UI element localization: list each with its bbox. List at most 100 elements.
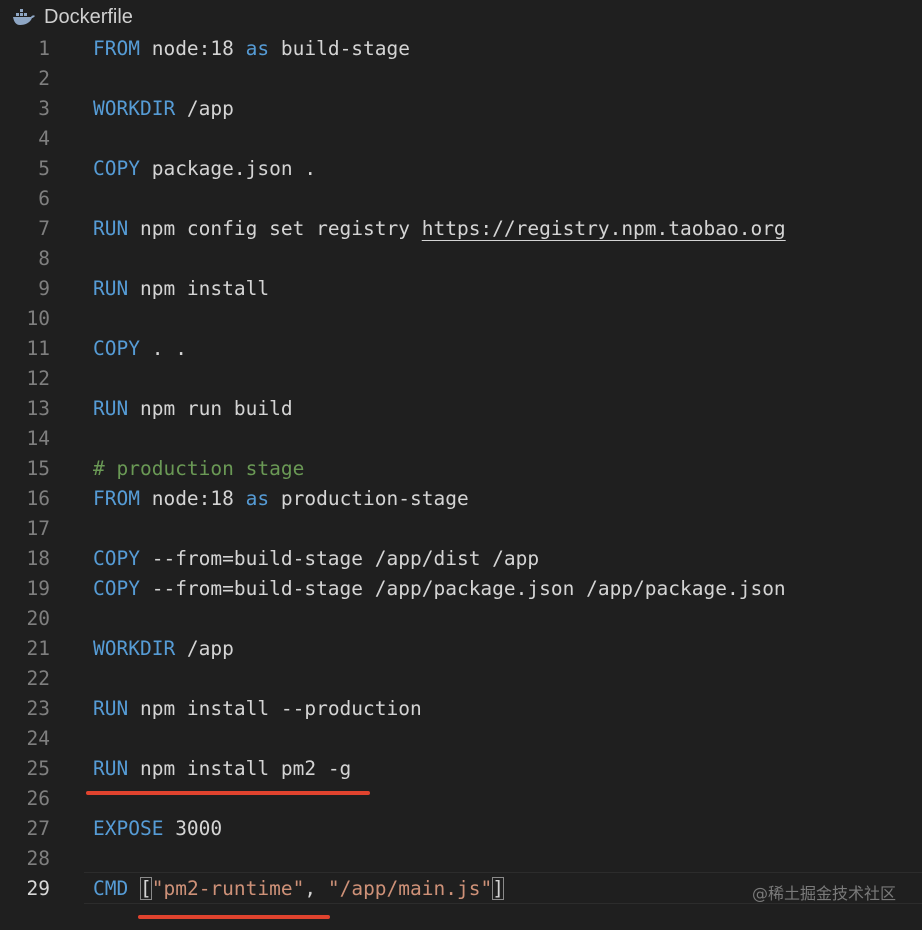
code-text: WORKDIR /app xyxy=(93,94,234,124)
code-line[interactable]: 3 WORKDIR /app xyxy=(0,94,922,124)
code-token-kw: as xyxy=(245,37,270,60)
code-text: COPY --from=build-stage /app/package.jso… xyxy=(93,574,786,604)
line-number: 23 xyxy=(26,697,50,720)
line-number: 9 xyxy=(38,277,50,300)
line-number: 5 xyxy=(38,157,50,180)
tab-bar: Dockerfile xyxy=(0,0,922,34)
code-text: EXPOSE 3000 xyxy=(93,814,222,844)
annotation-underline-pm2-install xyxy=(86,791,370,795)
code-line[interactable]: 14 xyxy=(0,424,922,454)
docker-icon xyxy=(12,8,36,26)
line-number: 15 xyxy=(26,457,50,480)
code-token-kw: RUN xyxy=(93,757,129,780)
line-number: 29 xyxy=(26,877,50,900)
code-token-plain: npm install xyxy=(128,277,270,300)
code-token-plain: node:18 xyxy=(139,487,246,510)
code-line[interactable]: 22 xyxy=(0,664,922,694)
code-text: RUN npm install --production xyxy=(93,694,422,724)
code-token-plain: npm install pm2 -g xyxy=(128,757,352,780)
code-token-plain: package.json . xyxy=(139,157,317,180)
code-line[interactable]: 6 xyxy=(0,184,922,214)
code-line[interactable]: 24 xyxy=(0,724,922,754)
code-line[interactable]: 5 COPY package.json . xyxy=(0,154,922,184)
code-token-plain: , xyxy=(304,877,328,900)
code-line[interactable]: 18 COPY --from=build-stage /app/dist /app xyxy=(0,544,922,574)
code-token-plain: npm config set registry xyxy=(128,217,422,240)
code-line[interactable]: 12 xyxy=(0,364,922,394)
code-token-kw: FROM xyxy=(93,487,140,510)
code-token-plain: node:18 xyxy=(139,37,246,60)
current-line-highlight xyxy=(84,872,922,904)
line-number: 22 xyxy=(26,667,50,690)
code-token-plain: npm install --production xyxy=(128,697,422,720)
line-number: 17 xyxy=(26,517,50,540)
line-number: 3 xyxy=(38,97,50,120)
code-line[interactable]: 13 RUN npm run build xyxy=(0,394,922,424)
code-line[interactable]: 2 xyxy=(0,64,922,94)
code-text: RUN npm install pm2 -g xyxy=(93,754,351,784)
code-line[interactable]: 28 xyxy=(0,844,922,874)
code-text: RUN npm config set registry https://regi… xyxy=(93,214,786,244)
line-number: 14 xyxy=(26,427,50,450)
line-number: 25 xyxy=(26,757,50,780)
code-line[interactable]: 26 xyxy=(0,784,922,814)
code-token-kw: EXPOSE xyxy=(93,817,164,840)
code-token-plain: production-stage xyxy=(269,487,469,510)
code-token-bracket: [ xyxy=(139,877,152,900)
line-number: 24 xyxy=(26,727,50,750)
code-line[interactable]: 10 xyxy=(0,304,922,334)
code-token-kw: RUN xyxy=(93,697,129,720)
code-text: # production stage xyxy=(93,454,304,484)
tab-filename: Dockerfile xyxy=(44,5,133,28)
code-token-link[interactable]: https://registry.npm.taobao.org xyxy=(421,217,786,240)
code-line[interactable]: 15 # production stage xyxy=(0,454,922,484)
code-token-kw: RUN xyxy=(93,277,129,300)
line-number: 26 xyxy=(26,787,50,810)
code-token-kw: COPY xyxy=(93,337,140,360)
code-line[interactable]: 20 xyxy=(0,604,922,634)
line-number: 28 xyxy=(26,847,50,870)
code-token-kw: FROM xyxy=(93,37,140,60)
code-token-plain: --from=build-stage /app/dist /app xyxy=(139,547,540,570)
code-token-plain: /app xyxy=(175,97,234,120)
code-token-kw: WORKDIR xyxy=(93,637,176,660)
code-text: RUN npm install xyxy=(93,274,269,304)
code-token-plain xyxy=(128,877,140,900)
line-number: 16 xyxy=(26,487,50,510)
code-token-str: "/app/main.js" xyxy=(327,877,493,900)
line-number: 27 xyxy=(26,817,50,840)
code-line[interactable]: 9 RUN npm install xyxy=(0,274,922,304)
code-token-plain: --from=build-stage /app/package.json /ap… xyxy=(139,577,786,600)
line-number: 10 xyxy=(26,307,50,330)
code-line[interactable]: 17 xyxy=(0,514,922,544)
code-token-plain: . . xyxy=(139,337,187,360)
line-number: 13 xyxy=(26,397,50,420)
code-text: RUN npm run build xyxy=(93,394,293,424)
code-token-kw: COPY xyxy=(93,577,140,600)
code-line[interactable]: 23 RUN npm install --production xyxy=(0,694,922,724)
line-number: 18 xyxy=(26,547,50,570)
code-text: COPY package.json . xyxy=(93,154,316,184)
code-text: FROM node:18 as production-stage xyxy=(93,484,469,514)
tab-dockerfile[interactable]: Dockerfile xyxy=(12,4,133,30)
code-token-plain: build-stage xyxy=(269,37,411,60)
code-line[interactable]: 25 RUN npm install pm2 -g xyxy=(0,754,922,784)
code-token-kw: RUN xyxy=(93,217,129,240)
code-token-kw: COPY xyxy=(93,547,140,570)
code-line[interactable]: 8 xyxy=(0,244,922,274)
code-token-plain: /app xyxy=(175,637,234,660)
code-text: COPY . . xyxy=(93,334,187,364)
code-line[interactable]: 4 xyxy=(0,124,922,154)
code-text: COPY --from=build-stage /app/dist /app xyxy=(93,544,539,574)
code-line[interactable]: 16 FROM node:18 as production-stage xyxy=(0,484,922,514)
code-token-plain: 3000 xyxy=(163,817,223,840)
code-line[interactable]: 27 EXPOSE 3000 xyxy=(0,814,922,844)
watermark: @稀土掘金技术社区 xyxy=(751,884,896,903)
